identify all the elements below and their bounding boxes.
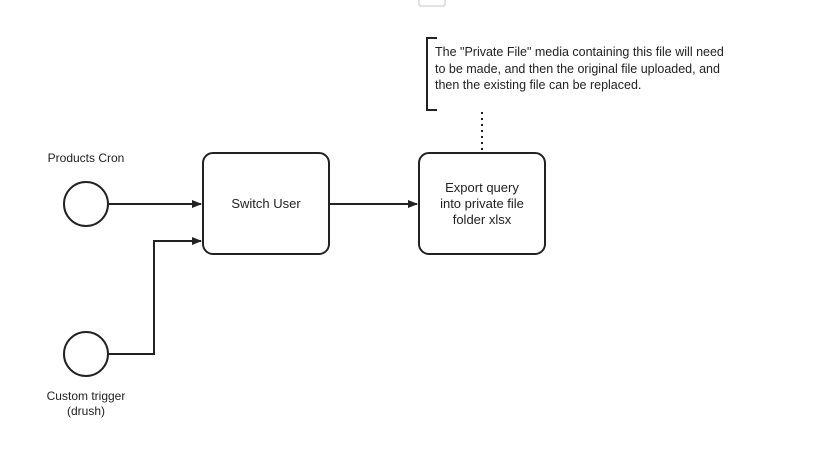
task-export-query[interactable] (418, 152, 546, 255)
start-event-products-cron[interactable] (63, 181, 109, 227)
task-label-export-query: Export query into private file folder xl… (440, 179, 524, 227)
start-event-label-products-cron: Products Cron (47, 151, 125, 165)
start-event-custom-trigger[interactable] (63, 331, 109, 377)
task-label-switch-user: Switch User (231, 195, 301, 211)
cropped-shape-top (418, 0, 446, 7)
flow-custom-trigger-to-switch-user[interactable] (108, 237, 202, 355)
annotation-bracket (426, 37, 437, 111)
start-event-label-custom-trigger: Custom trigger (drush) (46, 389, 126, 418)
annotation-text: The "Private File" media containing this… (435, 45, 724, 92)
